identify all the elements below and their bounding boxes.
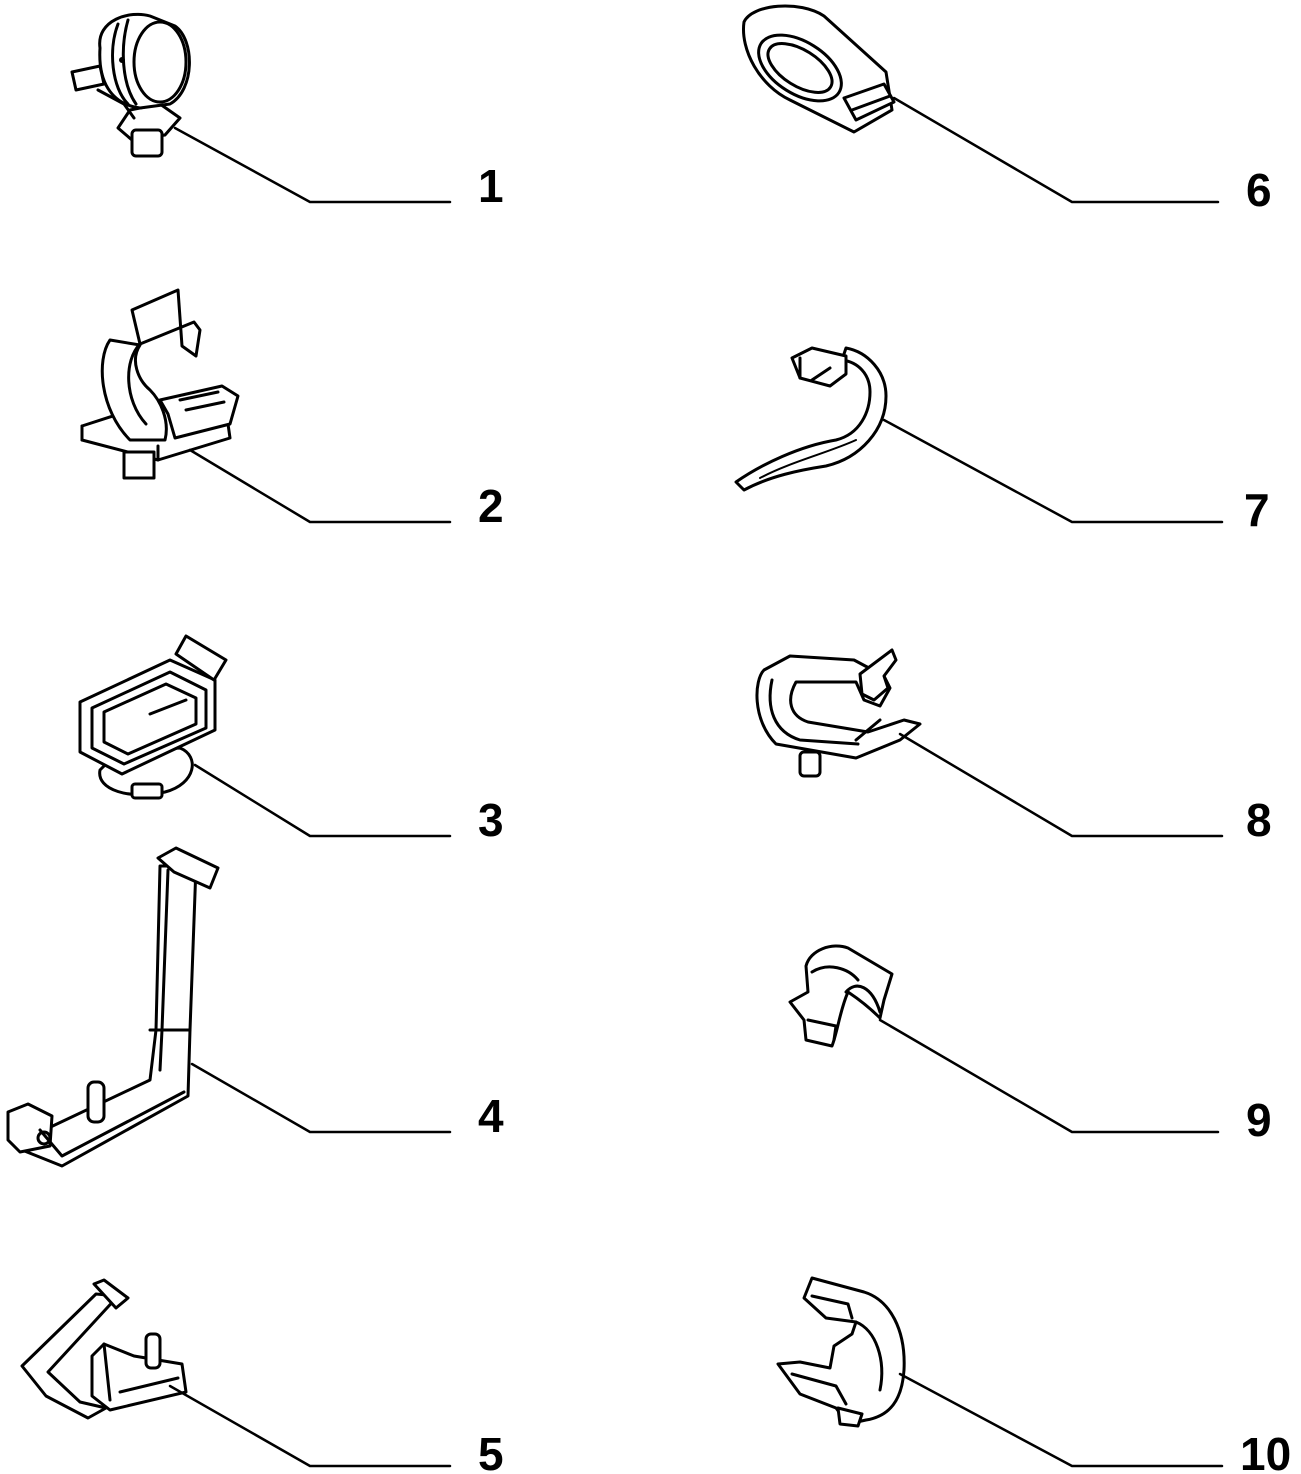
part-8-loop-clip xyxy=(755,648,922,778)
leader-6 xyxy=(892,96,1220,204)
callout-4: 4 xyxy=(478,1090,504,1142)
callout-7: 7 xyxy=(1244,484,1270,536)
callout-3: 3 xyxy=(478,794,504,846)
part-1-round-clip xyxy=(70,12,191,158)
part-10-hook-clip xyxy=(776,1276,906,1428)
leader-8 xyxy=(898,732,1224,838)
leader-7 xyxy=(882,418,1224,524)
part-4-long-bracket xyxy=(6,846,220,1168)
callout-2: 2 xyxy=(478,480,504,532)
callout-9: 9 xyxy=(1246,1094,1272,1146)
part-7-cable-tie xyxy=(734,346,888,492)
callout-1: 1 xyxy=(478,160,504,212)
part-6-oval-clip xyxy=(741,4,896,134)
leader-2 xyxy=(188,448,452,524)
callout-6: 6 xyxy=(1246,164,1272,216)
callout-5: 5 xyxy=(478,1428,504,1474)
leader-3 xyxy=(193,763,452,838)
part-2-saddle-clip xyxy=(80,288,240,480)
callout-8: 8 xyxy=(1246,794,1272,846)
part-3-frame-clip xyxy=(78,634,228,800)
leader-9 xyxy=(878,1018,1220,1134)
part-9-spring-clip xyxy=(788,944,894,1048)
callout-10: 10 xyxy=(1240,1428,1291,1474)
part-5-angle-bracket xyxy=(20,1278,188,1420)
leader-1 xyxy=(173,126,452,204)
leader-5 xyxy=(168,1384,452,1468)
leader-10 xyxy=(898,1372,1224,1468)
leader-4 xyxy=(190,1062,452,1134)
